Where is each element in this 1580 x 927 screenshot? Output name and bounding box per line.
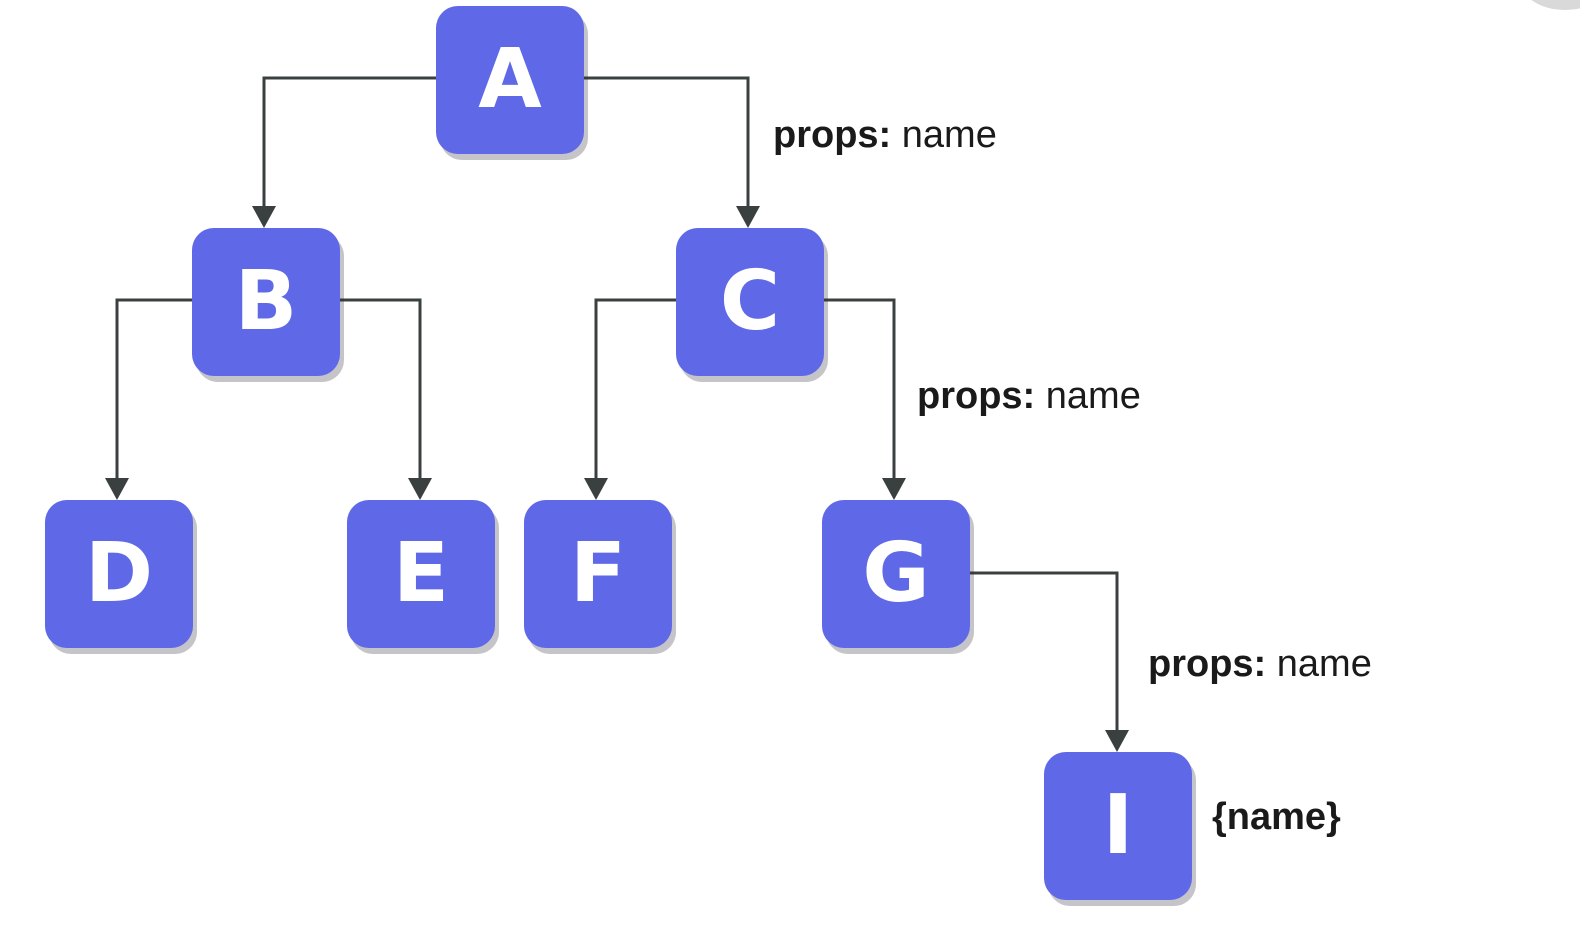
edge-label-a-c: props: name (773, 116, 997, 154)
edge-c-g (824, 298, 896, 490)
node-d: D (45, 500, 193, 648)
node-e: E (347, 500, 495, 648)
edge-label-g-i-key: props: (1148, 643, 1267, 685)
arrowhead-c (736, 206, 760, 228)
arrowhead-f (584, 478, 608, 500)
edge-c-f (594, 298, 676, 490)
node-a-label: A (478, 32, 542, 127)
node-d-label: D (84, 526, 154, 621)
edge-b-e (340, 298, 422, 490)
edge-label-a-c-value: name (891, 114, 997, 156)
node-c: C (676, 228, 824, 376)
edge-label-c-g: props: name (917, 377, 1141, 415)
edge-a-c (584, 76, 750, 218)
edge-label-a-c-key: props: (773, 114, 892, 156)
edge-label-c-g-value: name (1035, 375, 1141, 417)
node-i-label: I (1102, 778, 1134, 873)
node-i: I (1044, 752, 1192, 900)
node-e-label: E (392, 526, 449, 621)
node-g: G (822, 500, 970, 648)
node-a: A (436, 6, 584, 154)
node-b: B (192, 228, 340, 376)
node-g-label: G (862, 526, 930, 621)
edge-label-c-g-key: props: (917, 375, 1036, 417)
edge-g-i (970, 571, 1119, 742)
edge-label-g-i: props: name (1148, 645, 1372, 683)
node-b-label: B (234, 254, 298, 349)
arrowhead-g (882, 478, 906, 500)
arrowhead-i (1105, 730, 1129, 752)
corner-decoration (1520, 0, 1580, 10)
arrowhead-b (252, 206, 276, 228)
node-i-annotation: {name} (1212, 796, 1341, 838)
node-c-label: C (719, 254, 781, 349)
arrowhead-d (105, 478, 129, 500)
edge-label-g-i-value: name (1266, 643, 1372, 685)
edge-a-b (262, 76, 436, 218)
node-f-label: F (569, 526, 626, 621)
node-f: F (524, 500, 672, 648)
edge-b-d (115, 298, 192, 490)
arrowhead-e (408, 478, 432, 500)
